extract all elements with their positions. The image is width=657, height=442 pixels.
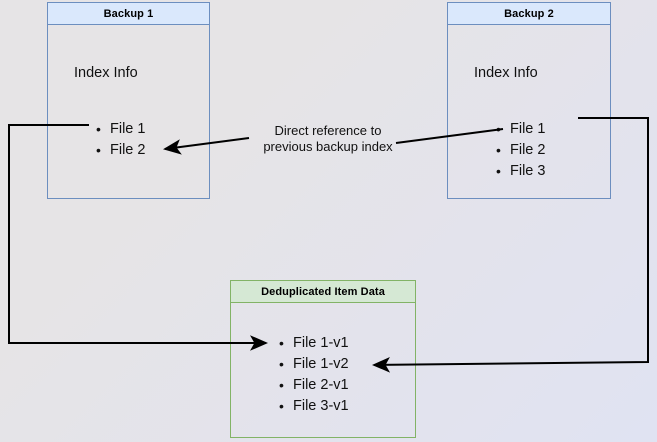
- backup-1-body: Index Info File 1 File 2: [48, 25, 209, 198]
- list-item: File 1: [496, 119, 545, 140]
- list-item: File 1-v1: [279, 333, 349, 354]
- dedup-header: Deduplicated Item Data: [231, 281, 415, 303]
- backup-1-header: Backup 1: [48, 3, 209, 25]
- dedup-item-list: File 1-v1 File 1-v2 File 2-v1 File 3-v1: [279, 333, 349, 417]
- backup-2-box[interactable]: Backup 2 Index Info File 1 File 2 File 3: [447, 2, 611, 199]
- dedup-title: Deduplicated Item Data: [261, 285, 385, 298]
- list-item: File 1: [96, 119, 145, 140]
- caption-line-1: Direct reference to: [274, 123, 382, 138]
- dedup-body: File 1-v1 File 1-v2 File 2-v1 File 3-v1: [231, 303, 415, 437]
- list-item: File 2: [96, 140, 145, 161]
- deduplicated-item-data-box[interactable]: Deduplicated Item Data File 1-v1 File 1-…: [230, 280, 416, 438]
- caption-line-2: previous backup index: [263, 139, 393, 154]
- list-item: File 3-v1: [279, 396, 349, 417]
- backup-2-index-label: Index Info: [474, 65, 538, 81]
- list-item: File 2-v1: [279, 375, 349, 396]
- backup-1-file-list: File 1 File 2: [96, 119, 145, 161]
- direct-reference-caption: Direct reference to previous backup inde…: [248, 123, 408, 155]
- backup-1-title: Backup 1: [103, 7, 154, 20]
- backup-2-title: Backup 2: [504, 7, 554, 20]
- backup-1-index-label: Index Info: [74, 65, 138, 81]
- list-item: File 2: [496, 140, 545, 161]
- list-item: File 3: [496, 161, 545, 182]
- list-item: File 1-v2: [279, 354, 349, 375]
- backup-2-file-list: File 1 File 2 File 3: [496, 119, 545, 182]
- backup-1-box[interactable]: Backup 1 Index Info File 1 File 2: [47, 2, 210, 199]
- backup-2-header: Backup 2: [448, 3, 610, 25]
- backup-2-body: Index Info File 1 File 2 File 3: [448, 25, 610, 198]
